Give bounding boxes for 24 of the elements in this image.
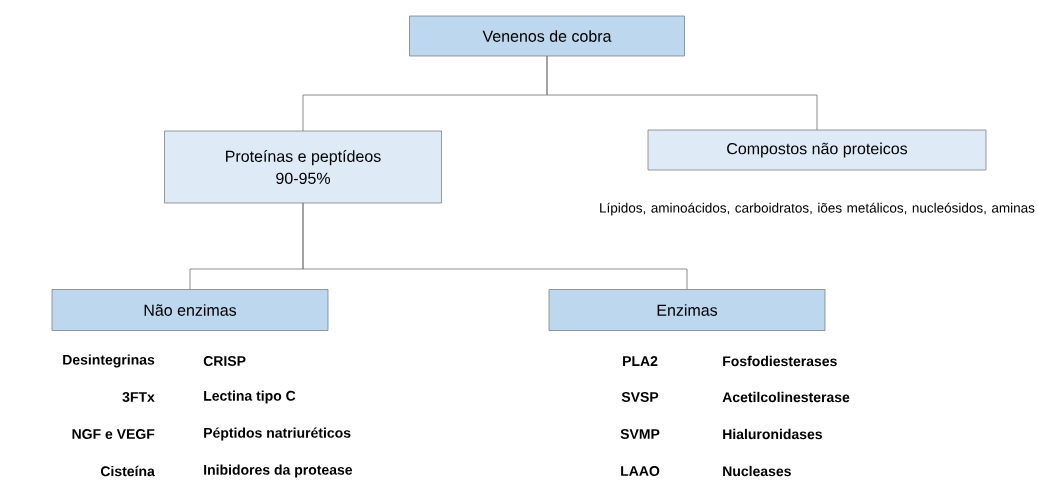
- category-box: Não enzimas: [51, 289, 329, 331]
- connector-line: [302, 202, 688, 290]
- list-item: Fosfodiesterases: [723, 355, 837, 367]
- list-item: PLA2: [623, 356, 658, 366]
- list-item: Acetilcolinesterase: [722, 391, 850, 403]
- list-item: NGF e VEGF: [72, 429, 155, 439]
- category-box: Enzimas: [548, 289, 826, 331]
- list-item: Cisteína: [100, 465, 155, 477]
- list-item: Hialuronidases: [723, 428, 822, 440]
- category-box: Proteínas e peptídeos 90-95%: [164, 130, 442, 204]
- list-item: Péptidos natriuréticos: [204, 427, 351, 441]
- category-box: Compostos não proteicos: [647, 129, 987, 171]
- category-box: Venenos de cobra: [409, 15, 685, 57]
- list-item: Lectina tipo C: [204, 390, 296, 404]
- list-item: Inibidores da protease: [204, 464, 353, 478]
- description-text: Lípidos, aminoácidos, carboidratos, iões metálicos, nucleósidos, aminas: [600, 202, 1035, 216]
- list-item: Nucleases: [723, 465, 791, 477]
- list-item: CRISP: [203, 356, 246, 366]
- list-item: Desintegrinas: [63, 354, 155, 368]
- list-item: 3FTx: [122, 392, 155, 402]
- list-item: SVMP: [620, 429, 660, 439]
- list-item: LAAO: [621, 466, 660, 476]
- connector-line: [546, 55, 818, 131]
- list-item: SVSP: [621, 392, 659, 402]
